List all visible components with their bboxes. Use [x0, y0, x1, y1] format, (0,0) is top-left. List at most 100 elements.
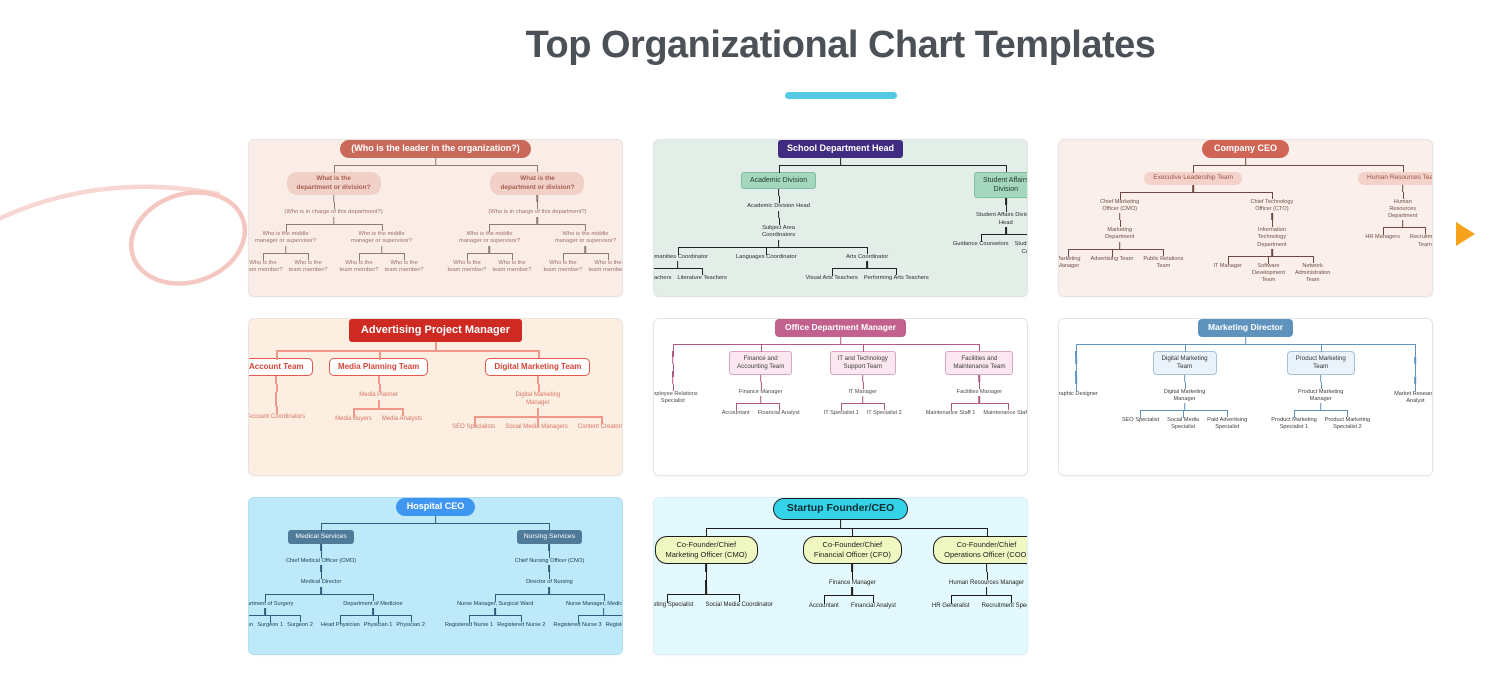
decorative-swirl — [0, 184, 248, 286]
org-node: Performing Arts Teachers — [863, 275, 929, 282]
org-node: SEO Specialists — [452, 423, 496, 430]
org-chart-office-department-manager: Office Department ManagerEmployee Relati… — [654, 319, 1027, 475]
templates-section: Top Organizational Chart Templates (Who … — [248, 24, 1433, 656]
org-node: History Teachers — [654, 275, 672, 282]
org-node: IT Manager — [1213, 262, 1242, 269]
org-node: Humanities Coordinator — [654, 253, 709, 260]
org-node: Advertising Team — [1090, 255, 1134, 262]
org-node: Maintenance Staff 1 — [925, 409, 976, 416]
org-node: Nurse Manager, Surgical Ward — [457, 600, 534, 607]
org-chart-marketing-director: Marketing DirectorGraphic DesignerDigita… — [1059, 319, 1432, 475]
org-node: Facilities Manager — [956, 388, 1003, 395]
org-node: Physician 2 — [396, 621, 426, 628]
org-node: Academic Division Head — [747, 203, 810, 210]
org-node: Maintenance Staff 2 — [983, 409, 1027, 416]
org-node — [705, 579, 708, 586]
org-node: Digital Marketing Team — [485, 357, 591, 377]
org-node: IT Specialist 1 — [823, 409, 859, 416]
org-node: IT Manager — [848, 388, 877, 395]
org-node: HR Managers — [1365, 234, 1400, 241]
org-node-root: (Who is the leader in the organization?) — [340, 140, 531, 159]
org-node: Finance Manager — [738, 388, 783, 395]
org-node: Languages Coordinator — [735, 253, 797, 260]
org-node — [1075, 350, 1077, 357]
org-node: Guidance Counselors — [952, 241, 1009, 248]
org-node: HR Generalist — [931, 603, 970, 610]
org-node: SEO Specialist — [1121, 417, 1160, 424]
org-node-root: Marketing Director — [1197, 319, 1294, 337]
org-node: Human Resources Manager — [949, 579, 1025, 586]
template-card-office-department-manager[interactable]: Office Department ManagerEmployee Relati… — [653, 318, 1028, 477]
org-node: Social Media Coordinator — [705, 601, 773, 608]
template-card-marketing-director[interactable]: Marketing DirectorGraphic DesignerDigita… — [1058, 318, 1433, 477]
org-node: Financial Analyst — [757, 409, 800, 416]
template-card-leader-questions[interactable]: (Who is the leader in the organization?)… — [248, 139, 623, 298]
org-node: (Who is in charge of this department?) — [488, 209, 587, 216]
carousel-next-button[interactable] — [1456, 222, 1475, 246]
org-node: Visual Arts Teachers — [805, 275, 858, 282]
org-node-root: Company CEO — [1202, 140, 1290, 159]
org-node: Content Creators — [577, 423, 622, 430]
org-node: (Who is in charge of this department?) — [284, 209, 383, 216]
org-node: Account Coordinators — [249, 414, 306, 421]
title-underline — [784, 92, 897, 100]
org-node: Media Buyers — [335, 415, 372, 422]
org-node: Nurse Manager, Medical Ward — [565, 600, 622, 607]
org-node: Literature Teachers — [677, 275, 727, 282]
org-node: Student ActivitiesCoordinator — [1014, 241, 1027, 255]
template-grid: (Who is the leader in the organization?)… — [248, 139, 1433, 656]
org-node: Accountant — [808, 603, 839, 610]
org-node-root: Advertising Project Manager — [348, 319, 523, 342]
org-node — [1414, 370, 1417, 377]
org-node: Registered Nurse 1 — [445, 621, 494, 628]
page-title: Top Organizational Chart Templates — [525, 24, 1156, 66]
org-node: Medical Services — [288, 530, 354, 544]
org-node: Head Physician — [320, 621, 360, 628]
org-node: Department of Medicine — [343, 600, 403, 607]
org-node — [275, 392, 278, 399]
org-node: Academic Division — [740, 172, 817, 190]
org-node: Director of Nursing — [526, 579, 573, 586]
org-node-root: Office Department Manager — [775, 319, 906, 337]
org-node: Accountant — [721, 409, 750, 416]
org-node: Account Team — [249, 357, 313, 377]
org-node: Marketing Specialist — [654, 601, 694, 608]
org-node: Arts Coordinator — [846, 253, 889, 260]
org-node — [1414, 350, 1417, 357]
org-node: Registered Nurse 4 — [605, 621, 622, 628]
org-node: Registered Nurse 3 — [553, 621, 602, 628]
org-node: Chief Nursing Officer (CNO) — [514, 557, 585, 564]
org-node: Human Resources Team — [1358, 172, 1432, 185]
org-node: Finance Manager — [828, 579, 876, 586]
org-node: Medical Director — [300, 579, 342, 586]
